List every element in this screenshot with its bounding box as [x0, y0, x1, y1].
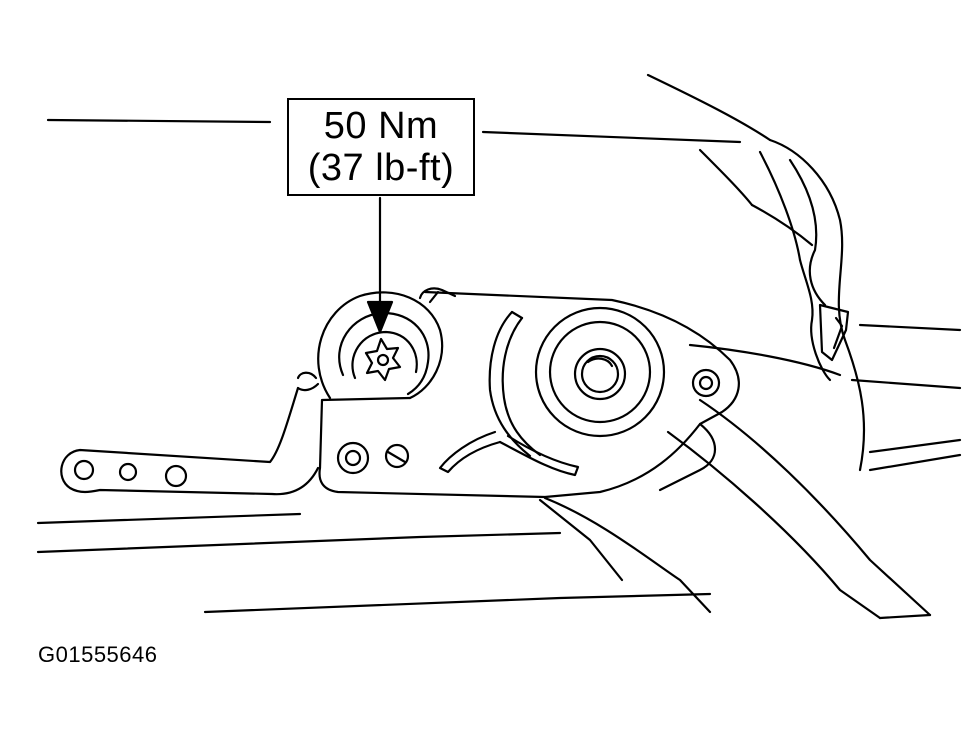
- seat-contours: [538, 73, 866, 614]
- figure-id-label: G01555646: [38, 642, 158, 667]
- torque-metric-value: 50 Nm: [323, 105, 439, 147]
- torque-leader-arrow: [366, 196, 394, 334]
- background-lines: [36, 118, 962, 614]
- release-strap: [666, 398, 932, 620]
- torque-imperial-value: (37 lb-ft): [307, 147, 455, 189]
- recliner-lever-arm: [60, 371, 320, 496]
- torque-spec-callout: 50 Nm (37 lb-ft): [287, 98, 475, 196]
- recliner-housing: [317, 287, 740, 499]
- torx-bolt-icon: [364, 337, 402, 382]
